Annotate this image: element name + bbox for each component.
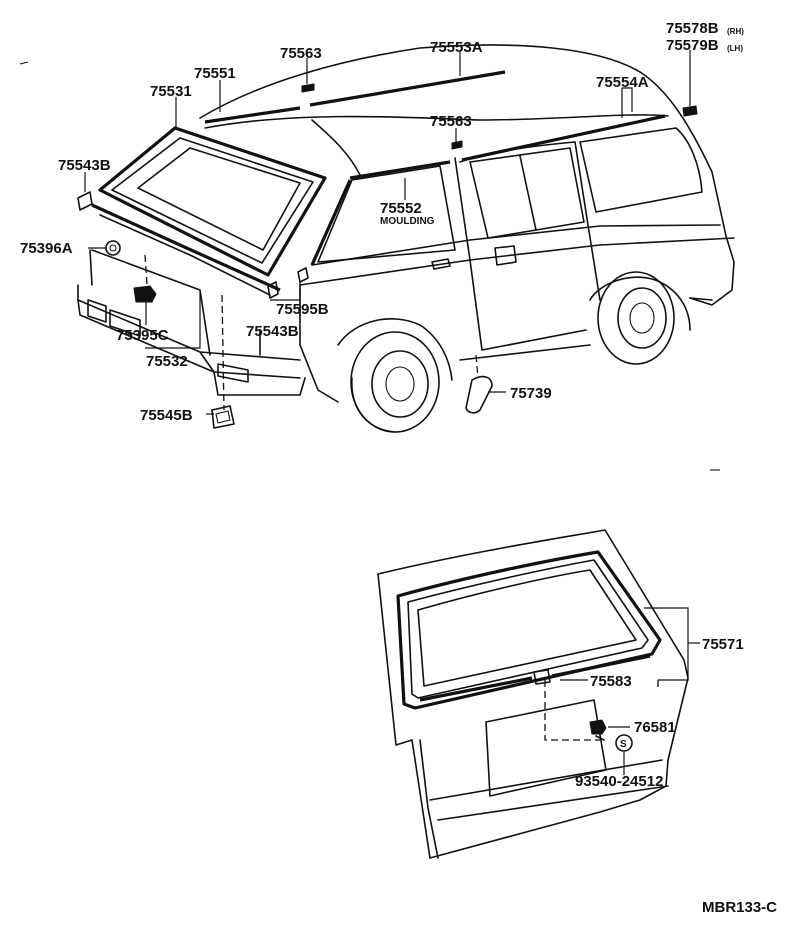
label-75552: 75552: [380, 200, 422, 217]
label-75553a: 75553A: [430, 39, 483, 56]
label-75545b: 75545B: [140, 407, 193, 424]
label-75532: 75532: [146, 353, 188, 370]
label-75579b: 75579B: [666, 37, 719, 54]
door-leaders: [544, 607, 700, 775]
label-93540-24512: 93540-24512: [575, 773, 663, 790]
label-75563-top: 75563: [280, 45, 322, 62]
label-75543b-low: 75543B: [246, 323, 299, 340]
label-75552-note: MOULDING: [380, 216, 435, 227]
label-75531: 75531: [150, 83, 192, 100]
mark: [19, 61, 29, 65]
label-75554a: 75554A: [596, 74, 649, 91]
label-75739: 75739: [510, 385, 552, 402]
label-75583: 75583: [590, 673, 632, 690]
label-76581: 76581: [634, 719, 676, 736]
label-75563-mid: 75563: [430, 113, 472, 130]
van-dashed-leaders: [144, 254, 479, 411]
label-75395c: 75395C: [116, 327, 169, 344]
label-75578b-side: (RH): [727, 27, 744, 36]
label-75571: 75571: [702, 636, 744, 653]
label-75551: 75551: [194, 65, 236, 82]
label-75579b-side: (LH): [727, 44, 743, 53]
back-door: [377, 529, 689, 859]
label-75578b: 75578B: [666, 20, 719, 37]
label-bolt-mark: S: [620, 739, 627, 750]
van-body: [77, 44, 735, 433]
footer-code: MBR133-C: [702, 899, 777, 916]
van-leaders: [84, 50, 691, 415]
label-75595b: 75595B: [276, 301, 329, 318]
label-75543b-left: 75543B: [58, 157, 111, 174]
label-75396a: 75396A: [20, 240, 73, 257]
